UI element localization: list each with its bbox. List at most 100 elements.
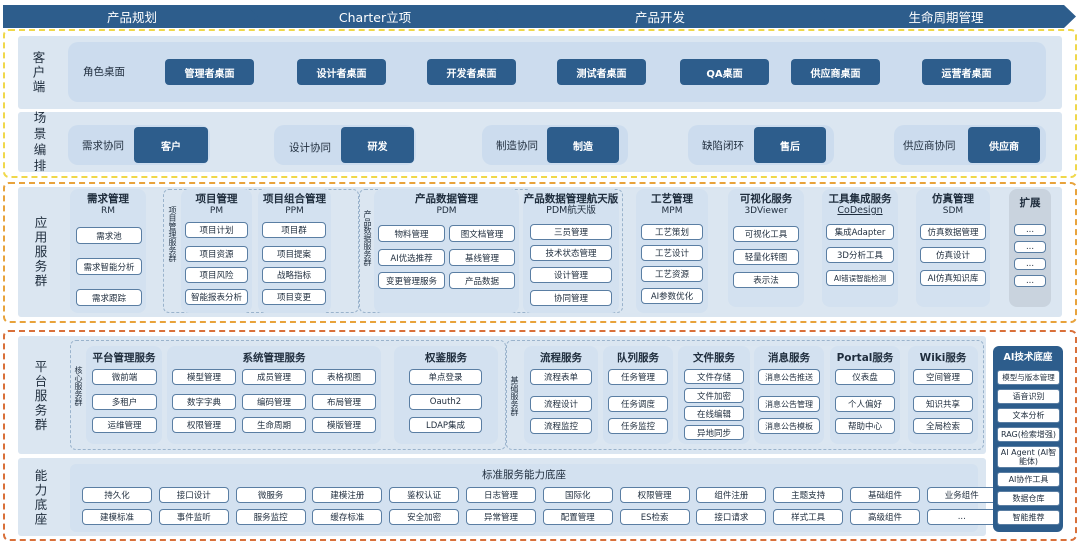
desk-developer-button[interactable]: 开发者桌面 (427, 59, 516, 85)
queue-item[interactable]: 任务管理 (608, 369, 668, 385)
pdm-item[interactable]: 基线管理 (449, 249, 515, 266)
desk-qa-button[interactable]: QA桌面 (680, 59, 769, 85)
queue-item[interactable]: 任务监控 (608, 418, 668, 434)
capability-item[interactable]: 服务监控 (235, 509, 306, 525)
file-item[interactable]: 异地同步 (684, 425, 744, 440)
capability-item[interactable]: 建模注册 (312, 487, 383, 503)
mpm-item[interactable]: 工艺策划 (641, 224, 703, 240)
sys-item[interactable]: 编码管理 (242, 394, 306, 410)
mpm-item[interactable]: 工艺设计 (641, 245, 703, 261)
scene-rd-button[interactable]: 研发 (341, 127, 414, 163)
rm-item[interactable]: 需求跟踪 (76, 289, 142, 306)
wiki-item[interactable]: 知识共享 (913, 396, 973, 412)
pdm-item[interactable]: AI优选推荐 (378, 249, 445, 266)
wiki-item[interactable]: 空间管理 (913, 369, 973, 385)
ai-item[interactable]: RAG(检索增强) (997, 427, 1060, 442)
ext-item[interactable]: ... (1014, 224, 1046, 236)
viewer-item[interactable]: 轻量化转图 (733, 249, 799, 265)
viewer-item[interactable]: 可视化工具 (733, 226, 799, 242)
ai-item[interactable]: 文本分析 (997, 408, 1060, 423)
ppm-item[interactable]: 项目群 (262, 222, 326, 238)
sys-item[interactable]: 成员管理 (242, 369, 306, 385)
file-item[interactable]: 文件加密 (684, 388, 744, 403)
flow-item[interactable]: 流程设计 (530, 396, 592, 412)
ai-item[interactable]: AI Agent (AI智能体) (997, 446, 1060, 468)
pdm-aero-item[interactable]: 设计管理 (530, 267, 612, 283)
sdm-item[interactable]: 仿真数据管理 (920, 224, 986, 240)
capability-item[interactable]: 高级组件 (850, 509, 920, 525)
viewer-item[interactable]: 表示法 (733, 272, 799, 288)
pdm-item[interactable]: 物料管理 (378, 225, 445, 242)
portal-item[interactable]: 帮助中心 (835, 418, 895, 434)
capability-item[interactable]: 微服务 (235, 487, 306, 503)
codesign-item[interactable]: 3D分析工具 (826, 247, 894, 263)
flow-item[interactable]: 流程表单 (530, 369, 592, 385)
pdm-aero-item[interactable]: 三员管理 (530, 224, 612, 240)
mpm-item[interactable]: AI参数优化 (641, 288, 703, 304)
capability-item[interactable]: 持久化 (82, 487, 152, 503)
capability-item[interactable]: 接口设计 (158, 487, 229, 503)
capability-item[interactable]: 权限管理 (619, 487, 690, 503)
pdm-item[interactable]: 图文档管理 (449, 225, 515, 242)
ext-item[interactable]: ... (1014, 241, 1046, 253)
pms-item[interactable]: 微前端 (92, 369, 157, 385)
portal-item[interactable]: 仪表盘 (835, 369, 895, 385)
ai-item[interactable]: 模型与版本管理 (997, 370, 1060, 385)
capability-item[interactable]: 接口请求 (696, 509, 767, 525)
capability-item[interactable]: 日志管理 (466, 487, 536, 503)
codesign-item[interactable]: AI错误智能检测 (826, 270, 894, 286)
ai-item[interactable]: AI协作工具 (997, 472, 1060, 487)
wiki-item[interactable]: 全局检索 (913, 418, 973, 434)
codesign-item[interactable]: 集成Adapter (826, 224, 894, 240)
capability-item[interactable]: 缓存标准 (312, 509, 383, 525)
sys-item[interactable]: 表格视图 (312, 369, 376, 385)
pm-item[interactable]: 项目资源 (185, 246, 248, 262)
sys-item[interactable]: 模型管理 (172, 369, 236, 385)
mpm-item[interactable]: 工艺资源 (641, 266, 703, 282)
desk-tester-button[interactable]: 测试者桌面 (557, 59, 646, 85)
sdm-item[interactable]: AI仿真知识库 (920, 270, 986, 286)
auth-item[interactable]: 单点登录 (409, 369, 482, 385)
desk-supplier-button[interactable]: 供应商桌面 (791, 59, 880, 85)
ppm-item[interactable]: 项目变更 (262, 289, 326, 305)
pm-item[interactable]: 智能报表分析 (185, 289, 248, 305)
portal-item[interactable]: 个人偏好 (835, 396, 895, 412)
capability-item[interactable]: 安全加密 (389, 509, 460, 525)
ai-item[interactable]: 语音识别 (997, 389, 1060, 404)
msg-item[interactable]: 消息公告管理 (758, 396, 820, 412)
desk-designer-button[interactable]: 设计者桌面 (297, 59, 386, 85)
scene-customer-button[interactable]: 客户 (134, 127, 208, 163)
capability-item[interactable]: 建模标准 (82, 509, 152, 525)
capability-item[interactable]: 样式工具 (773, 509, 844, 525)
capability-item[interactable]: ES检索 (619, 509, 690, 525)
scene-supplier-button[interactable]: 供应商 (968, 127, 1040, 163)
queue-item[interactable]: 任务调度 (608, 396, 668, 412)
desk-manager-button[interactable]: 管理者桌面 (165, 59, 254, 85)
msg-item[interactable]: 消息公告模板 (758, 418, 820, 434)
file-item[interactable]: 在线编辑 (684, 406, 744, 421)
capability-item[interactable]: 组件注册 (696, 487, 767, 503)
capability-item[interactable]: 鉴权认证 (389, 487, 460, 503)
pm-item[interactable]: 项目风险 (185, 267, 248, 283)
capability-item[interactable]: 基础组件 (850, 487, 920, 503)
pdm-item[interactable]: 变更管理服务 (378, 272, 445, 289)
ext-item[interactable]: ... (1014, 258, 1046, 270)
capability-item[interactable]: 配置管理 (542, 509, 613, 525)
auth-item[interactable]: Oauth2 (409, 394, 482, 410)
sys-item[interactable]: 布局管理 (312, 394, 376, 410)
flow-item[interactable]: 流程监控 (530, 418, 592, 434)
ppm-item[interactable]: 项目提案 (262, 246, 326, 262)
scene-manufacture-button[interactable]: 制造 (547, 127, 619, 163)
sys-item[interactable]: 数字字典 (172, 394, 236, 410)
sys-item[interactable]: 模版管理 (312, 417, 376, 433)
pdm-item[interactable]: 产品数据 (449, 272, 515, 289)
pdm-aero-item[interactable]: 技术状态管理 (530, 245, 612, 261)
ai-item[interactable]: 数据仓库 (997, 491, 1060, 506)
scene-aftersales-button[interactable]: 售后 (754, 127, 826, 163)
sys-item[interactable]: 权限管理 (172, 417, 236, 433)
capability-item[interactable]: 业务组件 (926, 487, 997, 503)
rm-item[interactable]: 需求智能分析 (76, 258, 142, 275)
ppm-item[interactable]: 战略指标 (262, 267, 326, 283)
auth-item[interactable]: LDAP集成 (409, 417, 482, 433)
pms-item[interactable]: 多租户 (92, 394, 157, 410)
